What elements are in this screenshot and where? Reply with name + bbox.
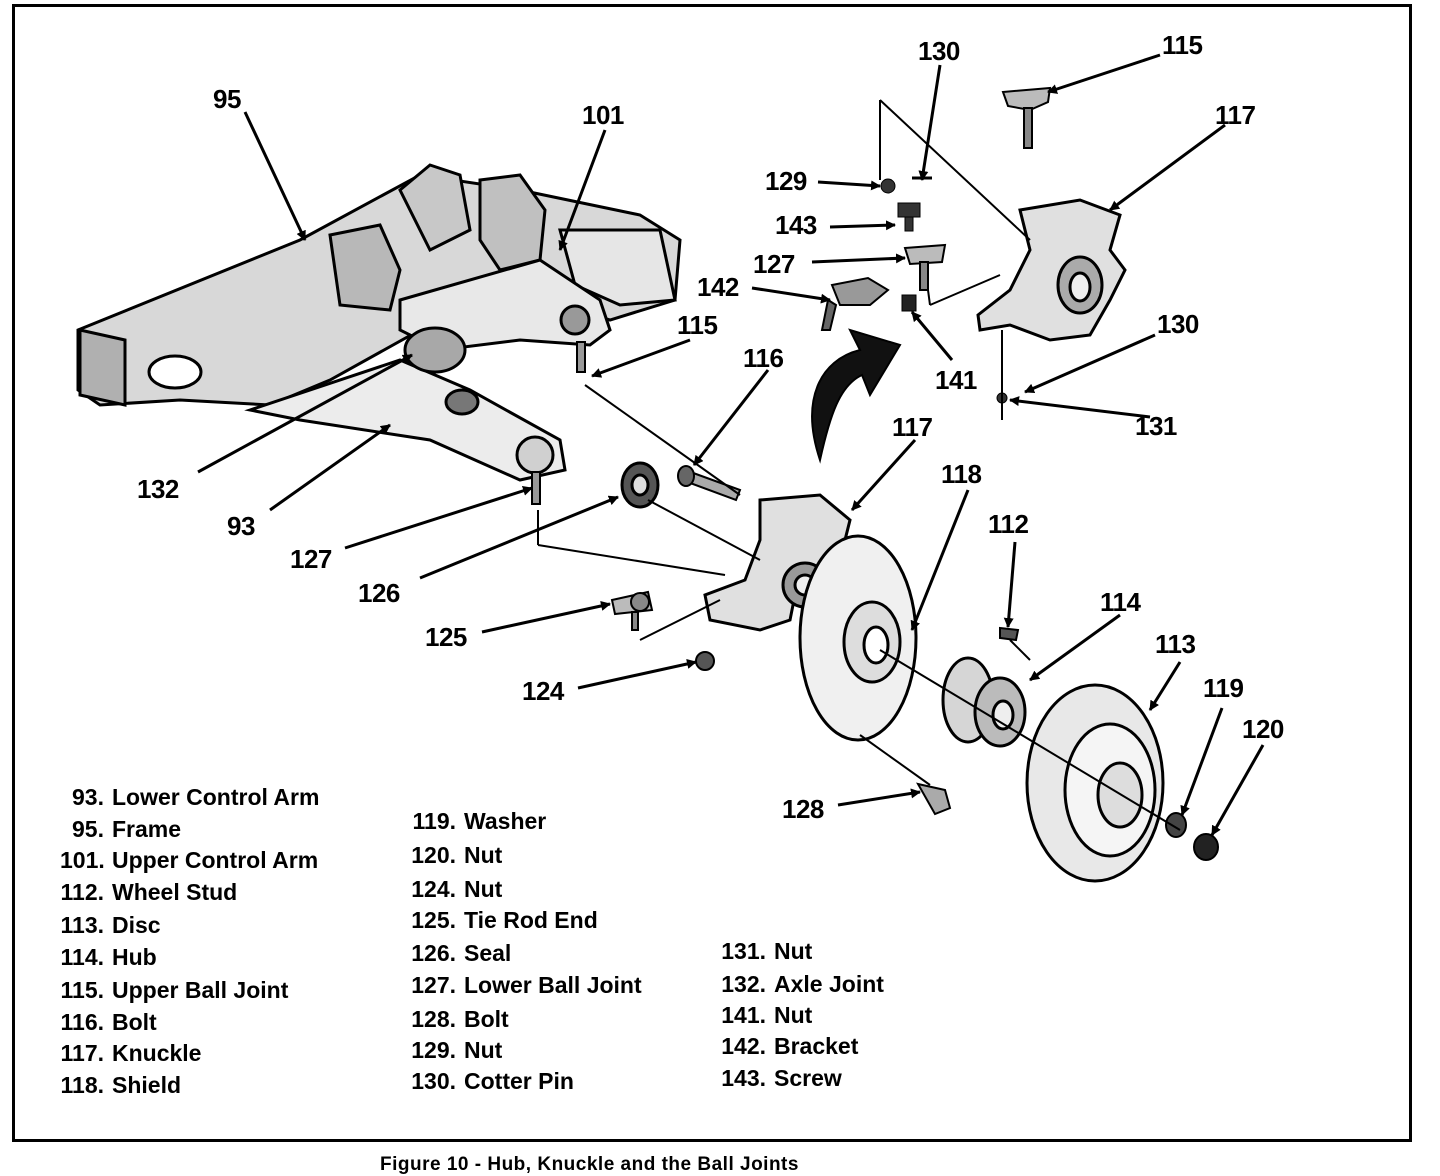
callout-112: 112 xyxy=(988,509,1029,539)
callout-131: 131 xyxy=(1135,411,1177,441)
legend-item: 129.Nut xyxy=(411,1037,503,1063)
callout-116: 116 xyxy=(743,343,784,373)
callout-130: 130 xyxy=(1157,309,1199,339)
legend-item: 119.Washer xyxy=(412,808,547,834)
legend-item: 132.Axle Joint xyxy=(721,971,884,997)
bolt-116 xyxy=(677,465,742,502)
legend-item: 117.Knuckle xyxy=(60,1040,202,1066)
wheel-stud xyxy=(999,626,1020,642)
steering-knuckle-upper xyxy=(976,198,1127,342)
nut-124 xyxy=(695,651,715,671)
legend-item: 143.Screw xyxy=(721,1065,842,1091)
callout-119: 119 xyxy=(1203,673,1244,703)
callout-143: 143 xyxy=(775,210,817,240)
callout-132: 132 xyxy=(137,474,179,504)
washer-119 xyxy=(1165,812,1187,838)
legend-item: 128.Bolt xyxy=(411,1006,509,1032)
curved-direction-arrow xyxy=(811,328,902,464)
callout-114: 114 xyxy=(1100,587,1141,617)
legend-item: 115.Upper Ball Joint xyxy=(60,977,289,1003)
legend-item: 125.Tie Rod End xyxy=(411,907,598,933)
callout-101: 101 xyxy=(582,100,624,130)
nut-141 xyxy=(901,294,917,312)
nut-120 xyxy=(1193,833,1219,861)
legend-item: 93.Lower Control Arm xyxy=(72,784,320,810)
figure-caption: Figure 10 - Hub, Knuckle and the Ball Jo… xyxy=(380,1154,799,1175)
seal-part xyxy=(620,461,660,509)
callout-120: 120 xyxy=(1242,714,1284,744)
brake-disc xyxy=(1025,683,1165,883)
callout-113: 113 xyxy=(1155,629,1196,659)
callout-141: 141 xyxy=(935,365,977,395)
legend-item: 112.Wheel Stud xyxy=(60,879,238,905)
legend-item: 126.Seal xyxy=(411,940,512,966)
frame-part xyxy=(76,163,682,407)
tie-rod-end xyxy=(610,590,654,631)
callout-125: 125 xyxy=(425,622,467,652)
lower-control-arm xyxy=(244,326,567,482)
splash-shield xyxy=(798,534,918,742)
lower-ball-joint xyxy=(903,243,947,291)
callout-93: 93 xyxy=(227,511,255,541)
callout-127: 127 xyxy=(290,544,332,574)
callout-128: 128 xyxy=(782,794,824,824)
callout-117: 117 xyxy=(1215,100,1256,130)
arm-lower-ball-joint xyxy=(531,471,541,505)
wheel-hub xyxy=(941,656,1027,748)
callout-115: 115 xyxy=(677,310,718,340)
callout-95: 95 xyxy=(213,84,241,114)
legend-item: 113.Disc xyxy=(60,912,161,938)
bracket-142 xyxy=(820,276,890,331)
callout-117: 117 xyxy=(892,412,933,442)
legend-item: 130.Cotter Pin xyxy=(411,1068,574,1094)
screw-143 xyxy=(897,202,921,232)
callout-126: 126 xyxy=(358,578,400,608)
legend-item: 114.Hub xyxy=(60,944,157,970)
callout-142: 142 xyxy=(697,272,739,302)
upper-ball-joint xyxy=(1001,86,1052,149)
legend-item: 101.Upper Control Arm xyxy=(60,847,319,873)
callout-129: 129 xyxy=(765,166,807,196)
callout-118: 118 xyxy=(941,459,982,489)
callout-115: 115 xyxy=(1162,30,1203,60)
legend-item: 95.Frame xyxy=(72,816,182,842)
figure-frame xyxy=(12,4,1412,1142)
legend-item: 124.Nut xyxy=(411,876,503,902)
arm-upper-ball-joint xyxy=(576,341,586,373)
leader-arrows xyxy=(197,53,1265,836)
legend-item: 131.Nut xyxy=(721,938,813,964)
bolt-128 xyxy=(916,782,952,816)
callout-130: 130 xyxy=(918,36,960,66)
legend-item: 142.Bracket xyxy=(721,1033,859,1059)
assembly-lines xyxy=(537,99,1181,831)
legend-item: 141.Nut xyxy=(721,1002,813,1028)
callout-124: 124 xyxy=(522,676,564,706)
nut-129 xyxy=(880,178,896,194)
legend-item: 120.Nut xyxy=(411,842,503,868)
callout-127: 127 xyxy=(753,249,795,279)
legend-item: 127.Lower Ball Joint xyxy=(411,972,642,998)
legend-item: 118.Shield xyxy=(60,1072,182,1098)
legend-item: 116.Bolt xyxy=(60,1009,157,1035)
